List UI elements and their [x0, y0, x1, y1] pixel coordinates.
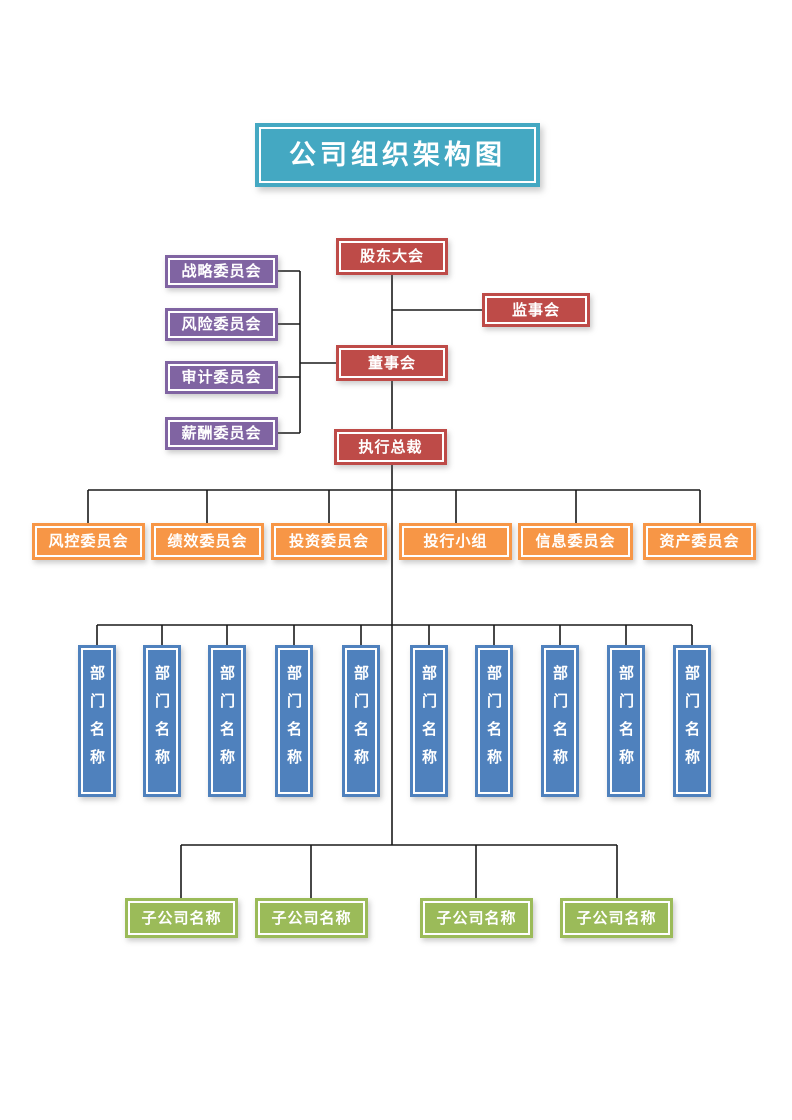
- chart-title: 公司组织架构图: [255, 123, 540, 187]
- node-department-7[interactable]: 部门名称: [475, 645, 513, 797]
- node-risk-committee[interactable]: 风险委员会: [165, 308, 278, 341]
- node-board-of-directors[interactable]: 董事会: [336, 345, 448, 381]
- node-department-2[interactable]: 部门名称: [143, 645, 181, 797]
- node-investment-committee[interactable]: 投资委员会: [271, 523, 387, 560]
- node-department-5[interactable]: 部门名称: [342, 645, 380, 797]
- node-strategy-committee[interactable]: 战略委员会: [165, 255, 278, 288]
- node-department-9[interactable]: 部门名称: [607, 645, 645, 797]
- node-department-4[interactable]: 部门名称: [275, 645, 313, 797]
- node-subsidiary-1[interactable]: 子公司名称: [125, 898, 238, 938]
- node-shareholders-meeting[interactable]: 股东大会: [336, 238, 448, 275]
- node-department-8[interactable]: 部门名称: [541, 645, 579, 797]
- node-investment-banking-team[interactable]: 投行小组: [399, 523, 512, 560]
- node-subsidiary-2[interactable]: 子公司名称: [255, 898, 368, 938]
- node-performance-committee[interactable]: 绩效委员会: [151, 523, 264, 560]
- node-risk-control-committee[interactable]: 风控委员会: [32, 523, 145, 560]
- node-information-committee[interactable]: 信息委员会: [518, 523, 633, 560]
- node-asset-committee[interactable]: 资产委员会: [643, 523, 756, 560]
- node-audit-committee[interactable]: 审计委员会: [165, 361, 278, 394]
- node-department-6[interactable]: 部门名称: [410, 645, 448, 797]
- node-subsidiary-4[interactable]: 子公司名称: [560, 898, 673, 938]
- node-supervisory-board[interactable]: 监事会: [482, 293, 590, 327]
- node-subsidiary-3[interactable]: 子公司名称: [420, 898, 533, 938]
- node-compensation-committee[interactable]: 薪酬委员会: [165, 417, 278, 450]
- node-department-3[interactable]: 部门名称: [208, 645, 246, 797]
- node-department-10[interactable]: 部门名称: [673, 645, 711, 797]
- node-ceo[interactable]: 执行总裁: [334, 429, 447, 465]
- node-department-1[interactable]: 部门名称: [78, 645, 116, 797]
